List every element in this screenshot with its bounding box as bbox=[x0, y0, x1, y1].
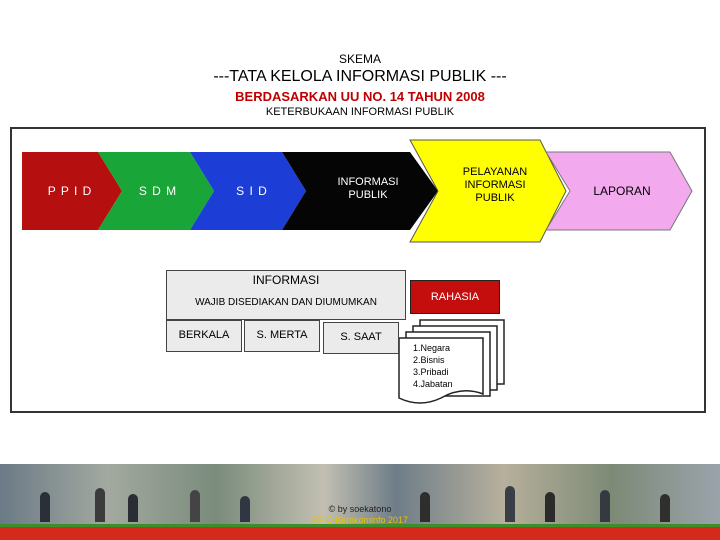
chevron-informasi-publik bbox=[282, 152, 438, 230]
page-subtitle-secondary: KETERBUKAAN INFORMASI PUBLIK bbox=[265, 106, 455, 118]
setiap-saat-box bbox=[323, 322, 399, 354]
informasi-subtitle: WAJIB DISEDIAKAN DAN DIUMUMKAN bbox=[195, 297, 377, 308]
rahasia-list-item-bisnis: 2.Bisnis bbox=[413, 355, 445, 365]
footer-credit: © by soekatono bbox=[328, 504, 392, 514]
footer-org: PPID Kemkominfo 2017 bbox=[311, 515, 409, 525]
informasi-title: INFORMASI bbox=[252, 273, 320, 287]
footer-red-bar bbox=[0, 527, 720, 540]
setiap-saat-label: S. SAAT bbox=[340, 331, 382, 343]
page-title: ---TATA KELOLA INFORMASI PUBLIK --- bbox=[213, 68, 507, 85]
flow-label-pelayanan: PELAYANAN INFORMASI PUBLIK bbox=[462, 166, 528, 205]
informasi-box bbox=[166, 270, 406, 320]
rahasia-box bbox=[410, 280, 500, 314]
rahasia-list-item-jabatan: 4.Jabatan bbox=[413, 379, 453, 389]
berkala-label: BERKALA bbox=[178, 329, 230, 341]
serta-merta-box bbox=[244, 320, 320, 352]
chevron-ppid bbox=[22, 152, 122, 230]
flow-label-sdm: S D M bbox=[138, 184, 178, 198]
flow-label-informasi-publik: INFORMASI PUBLIK bbox=[337, 176, 399, 202]
rahasia-list-item-negara: 1.Negara bbox=[413, 343, 451, 353]
rahasia-title: RAHASIA bbox=[430, 291, 480, 303]
diagram-frame bbox=[10, 127, 706, 413]
rahasia-list-item-pribadi: 3.Pribadi bbox=[413, 367, 449, 377]
flow-label-laporan: LAPORAN bbox=[593, 184, 651, 198]
footer-photo-strip bbox=[0, 464, 720, 524]
document-stack bbox=[398, 319, 505, 404]
chevron-sid bbox=[190, 152, 306, 230]
chevron-pelayanan bbox=[409, 139, 567, 243]
page-subtitle: BERDASARKAN UU NO. 14 TAHUN 2008 bbox=[235, 89, 485, 104]
flow-label-sid: S I D bbox=[236, 184, 268, 198]
skema-label: SKEMA bbox=[338, 52, 381, 66]
berkala-box bbox=[166, 320, 242, 352]
chevron-sdm bbox=[98, 152, 214, 230]
serta-merta-label: S. MERTA bbox=[256, 329, 308, 341]
chevron-laporan bbox=[545, 151, 693, 231]
flow-label-ppid: P P I D bbox=[47, 184, 93, 198]
